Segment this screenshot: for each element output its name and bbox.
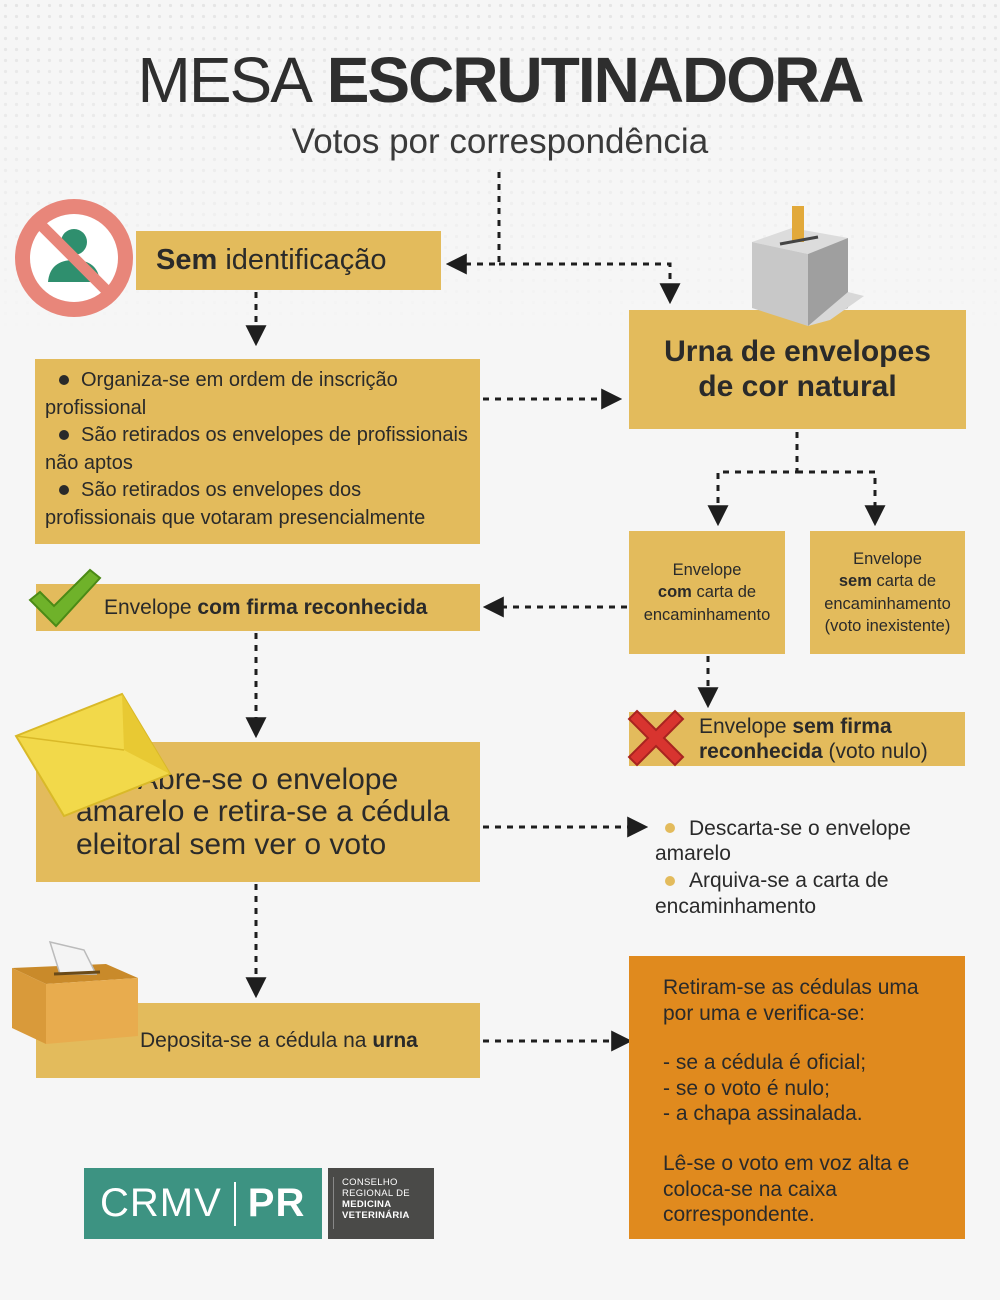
- sem-identificacao-box: Sem identificação: [136, 231, 441, 290]
- ballot-box-icon: [752, 206, 864, 326]
- page-subtitle: Votos por correspondência: [291, 122, 709, 161]
- logo-org-name: CONSELHO REGIONAL DE MEDICINA VETERINÁRI…: [328, 1168, 434, 1239]
- sem-carta-box: Envelope sem carta de encaminhamento (vo…: [810, 531, 965, 654]
- yellow-envelope-icon: [14, 692, 172, 818]
- checkmark-icon: [28, 568, 102, 628]
- ballot-drop-box-icon: [12, 940, 138, 1044]
- no-person-icon: [15, 199, 133, 317]
- cross-icon: [627, 709, 685, 767]
- com-carta-box: Envelope com carta de encaminhamento: [629, 531, 785, 654]
- organizacao-list-box: Organiza-se em ordem de inscrição profis…: [35, 359, 480, 544]
- sem-firma-box: Envelope sem firma reconhecida (voto nul…: [629, 712, 965, 766]
- list-item: São retirados os envelopes de profission…: [45, 424, 468, 474]
- page-title: MESA ESCRUTINADORA: [137, 44, 865, 116]
- list-item: Descarta-se o envelope amarelo: [655, 817, 911, 866]
- list-item: Organiza-se em ordem de inscrição profis…: [45, 369, 398, 419]
- list-item: Arquiva-se a carta de encaminhamento: [655, 869, 889, 918]
- firma-reconhecida-box: Envelope com firma reconhecida: [36, 584, 480, 631]
- retiram-cedulas-box: Retiram-se as cédulas uma por uma e veri…: [629, 956, 965, 1239]
- descarte-list: Descarta-se o envelope amarelo Arquiva-s…: [655, 816, 975, 919]
- list-item: São retirados os envelopes dos profissio…: [45, 479, 426, 529]
- urna-natural-box: Urna de envelopes de cor natural: [629, 310, 966, 429]
